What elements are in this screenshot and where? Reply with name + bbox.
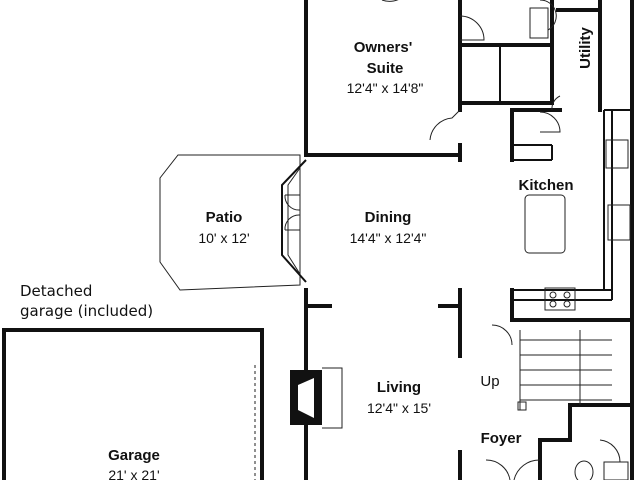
stove — [544, 287, 576, 311]
fireplace — [290, 367, 343, 429]
utility-label: Utility — [577, 27, 594, 69]
kitchen-sink — [605, 139, 629, 169]
kitchen-island — [524, 194, 566, 254]
owners-suite-dims: 12'4" x 14'8" — [347, 80, 424, 96]
toilet — [574, 460, 594, 480]
owners-suite-label-line1: Owners' — [354, 39, 413, 56]
living-dims: 12'4" x 15' — [367, 400, 431, 416]
living-label: Living — [377, 379, 421, 396]
refrigerator — [607, 204, 631, 241]
bay-window — [281, 159, 307, 283]
garage — [2, 328, 264, 480]
dining-label: Dining — [365, 209, 412, 226]
garage-label: Garage — [108, 447, 160, 464]
walls — [304, 0, 634, 480]
garage-dims: 21' x 21' — [108, 467, 159, 480]
stairs — [517, 330, 612, 411]
detached-note-line1: Detached — [20, 282, 92, 300]
kitchen-label: Kitchen — [518, 177, 573, 194]
patio-dims: 10' x 12' — [198, 230, 249, 246]
owners-suite-label-line2: Suite — [367, 60, 404, 77]
foyer-label: Foyer — [481, 430, 522, 447]
doors — [284, 0, 621, 480]
vanity — [603, 461, 629, 480]
stairs-up-label: Up — [480, 373, 499, 390]
patio-label: Patio — [206, 209, 243, 226]
dining-dims: 14'4" x 12'4" — [350, 230, 427, 246]
detached-note-line2: garage (included) — [20, 302, 153, 320]
patio-outline — [159, 154, 301, 291]
utility-appliance — [529, 7, 549, 39]
